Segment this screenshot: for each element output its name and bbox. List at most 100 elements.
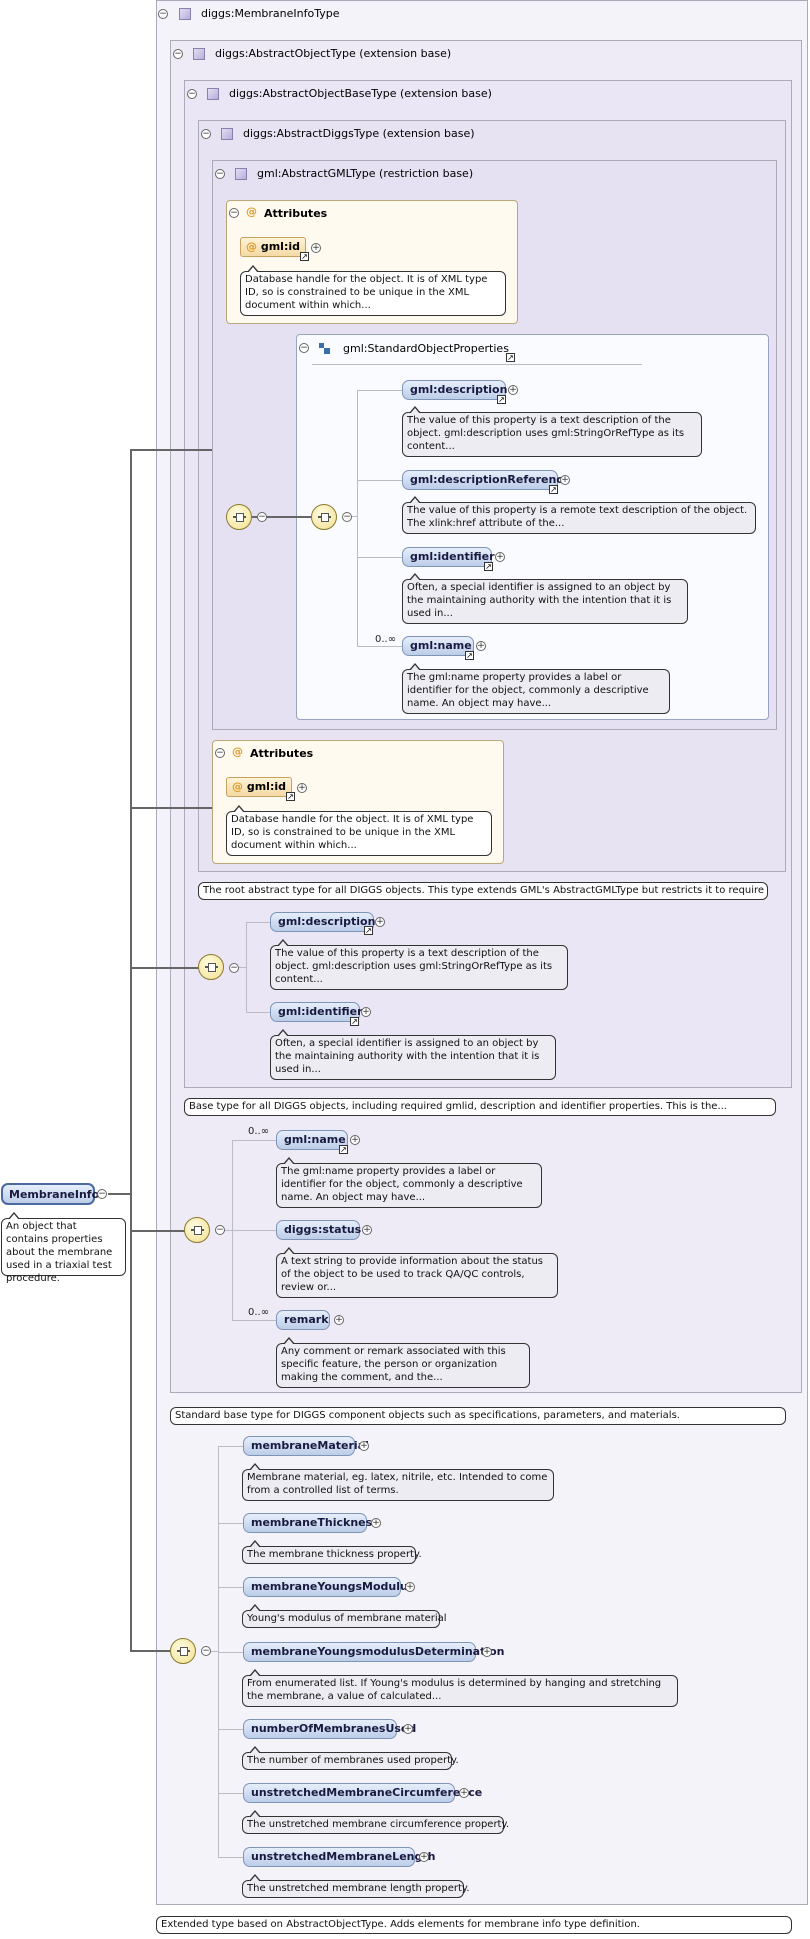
- link-arrow-icon[interactable]: ↗: [300, 252, 309, 261]
- collapse-toggle[interactable]: −: [342, 512, 352, 522]
- gml-id-attribute[interactable]: @ gml:id: [226, 777, 292, 797]
- element-unstretched-membrane-length[interactable]: unstretchedMembraneLength: [243, 1847, 435, 1867]
- identifier-doc: Often, a special identifier is assigned …: [402, 573, 688, 624]
- abstract-object-type-title: diggs:AbstractObjectType (extension base…: [215, 47, 452, 60]
- link-arrow-icon[interactable]: ↗: [286, 792, 295, 801]
- cardinality-label: 0..∞: [375, 634, 397, 645]
- element-number-of-membranes-used[interactable]: numberOfMembranesUsed: [243, 1719, 416, 1739]
- link-arrow-icon[interactable]: ↗: [364, 926, 373, 935]
- element-remark[interactable]: remark: [276, 1310, 330, 1330]
- sequence-compositor-icon: [184, 1217, 210, 1243]
- attribute-at-icon: @: [246, 205, 257, 218]
- link-arrow-icon[interactable]: ↗: [506, 353, 515, 362]
- name-doc: The gml:name property provides a label o…: [276, 1157, 542, 1208]
- element-gml-name[interactable]: gml:name: [276, 1130, 348, 1150]
- expand-toggle[interactable]: +: [350, 1135, 360, 1145]
- link-arrow-icon[interactable]: ↗: [339, 1145, 348, 1154]
- expand-toggle[interactable]: +: [359, 1441, 369, 1451]
- abstract-object-base-type-title: diggs:AbstractObjectBaseType (extension …: [229, 87, 492, 100]
- collapse-toggle[interactable]: −: [173, 49, 183, 59]
- link-arrow-icon[interactable]: ↗: [549, 485, 558, 494]
- expand-toggle[interactable]: +: [361, 1007, 371, 1017]
- membrane-youngs-modulus-doc: Young's modulus of membrane material: [242, 1604, 447, 1628]
- expand-toggle[interactable]: +: [403, 1724, 413, 1734]
- expand-toggle[interactable]: +: [297, 783, 307, 793]
- attribute-at-icon: @: [232, 745, 243, 758]
- expand-toggle[interactable]: +: [459, 1788, 469, 1798]
- element-gml-description[interactable]: gml:description: [402, 380, 507, 400]
- expand-toggle[interactable]: +: [311, 243, 321, 253]
- collapse-toggle[interactable]: −: [201, 129, 211, 139]
- membrane-info-type-title: diggs:MembraneInfoType: [201, 7, 340, 20]
- collapse-toggle[interactable]: −: [97, 1189, 107, 1199]
- expand-toggle[interactable]: +: [405, 1582, 415, 1592]
- sequence-compositor-icon: [198, 954, 224, 980]
- object-type-doc: Standard base type for DIGGS component o…: [170, 1407, 786, 1425]
- element-membrane-material[interactable]: membraneMaterial: [243, 1436, 369, 1456]
- status-doc: A text string to provide information abo…: [276, 1247, 558, 1298]
- link-arrow-icon[interactable]: ↗: [350, 1017, 359, 1026]
- collapse-toggle[interactable]: −: [229, 208, 239, 218]
- membrane-type-doc: Extended type based on AbstractObjectTyp…: [156, 1916, 792, 1934]
- sequence-compositor-icon: [170, 1638, 196, 1664]
- membrane-thickness-doc: The membrane thickness property.: [242, 1540, 422, 1564]
- collapse-toggle[interactable]: −: [215, 169, 225, 179]
- expand-toggle[interactable]: +: [419, 1852, 429, 1862]
- element-membrane-info[interactable]: MembraneInfo: [1, 1183, 99, 1205]
- element-gml-identifier[interactable]: gml:identifier: [270, 1002, 363, 1022]
- expand-toggle[interactable]: +: [495, 552, 505, 562]
- expand-toggle[interactable]: +: [362, 1225, 372, 1235]
- element-membrane-youngs-modulus-determination[interactable]: membraneYoungsmodulusDetermination: [243, 1642, 505, 1662]
- complex-type-icon: [193, 48, 205, 60]
- membrane-info-doc: An object that contains properties about…: [1, 1212, 126, 1284]
- sequence-compositor-icon: [226, 504, 252, 530]
- attribute-at-icon: @: [246, 240, 257, 253]
- element-gml-description[interactable]: gml:description: [270, 912, 375, 932]
- complex-type-icon: [207, 88, 219, 100]
- link-arrow-icon[interactable]: ↗: [484, 562, 493, 571]
- element-membrane-youngs-modulus[interactable]: membraneYoungsModulus: [243, 1577, 414, 1597]
- attributes-label: Attributes: [264, 207, 328, 220]
- collapse-toggle[interactable]: −: [215, 1225, 225, 1235]
- expand-toggle[interactable]: +: [371, 1518, 381, 1528]
- expand-toggle[interactable]: +: [508, 385, 518, 395]
- complex-type-icon: [179, 8, 191, 20]
- gml-id-doc: Database handle for the object. It is of…: [240, 265, 506, 316]
- group-icon: [319, 343, 331, 355]
- collapse-toggle[interactable]: −: [187, 89, 197, 99]
- collapse-toggle[interactable]: −: [201, 1646, 211, 1656]
- identifier-doc: Often, a special identifier is assigned …: [270, 1029, 556, 1080]
- collapse-toggle[interactable]: −: [215, 748, 225, 758]
- expand-toggle[interactable]: +: [560, 475, 570, 485]
- diggs-type-doc: The root abstract type for all DIGGS obj…: [198, 882, 768, 900]
- expand-toggle[interactable]: +: [482, 1647, 492, 1657]
- collapse-toggle[interactable]: −: [158, 9, 168, 19]
- cardinality-label: 0..∞: [248, 1126, 270, 1137]
- abstract-diggs-type-title: diggs:AbstractDiggsType (extension base): [243, 127, 475, 140]
- complex-type-icon: [235, 168, 247, 180]
- unstretched-membrane-circumference-doc: The unstretched membrane circumference p…: [242, 1810, 509, 1834]
- attribute-name: gml:id: [246, 780, 286, 793]
- description-reference-doc: The value of this property is a remote t…: [402, 496, 756, 534]
- attribute-name: gml:id: [260, 240, 300, 253]
- element-membrane-thickness[interactable]: membraneThickness: [243, 1513, 379, 1533]
- element-gml-name[interactable]: gml:name: [402, 636, 474, 656]
- element-unstretched-membrane-circumference[interactable]: unstretchedMembraneCircumference: [243, 1783, 482, 1803]
- link-arrow-icon[interactable]: ↗: [497, 395, 506, 404]
- remark-doc: Any comment or remark associated with th…: [276, 1337, 530, 1388]
- collapse-toggle[interactable]: −: [299, 343, 309, 353]
- collapse-toggle[interactable]: −: [257, 512, 267, 522]
- element-diggs-status[interactable]: diggs:status: [276, 1220, 361, 1240]
- gml-id-doc: Database handle for the object. It is of…: [226, 805, 492, 856]
- link-arrow-icon[interactable]: ↗: [465, 651, 474, 660]
- expand-toggle[interactable]: +: [375, 917, 385, 927]
- abstract-gml-type-title: gml:AbstractGMLType (restriction base): [257, 167, 474, 180]
- expand-toggle[interactable]: +: [334, 1315, 344, 1325]
- number-of-membranes-used-doc: The number of membranes used property.: [242, 1746, 459, 1770]
- element-gml-identifier[interactable]: gml:identifier: [402, 547, 495, 567]
- gml-id-attribute[interactable]: @ gml:id: [240, 237, 306, 257]
- attribute-at-icon: @: [232, 780, 243, 793]
- expand-toggle[interactable]: +: [476, 641, 486, 651]
- element-gml-description-reference[interactable]: gml:descriptionReference: [402, 470, 570, 490]
- collapse-toggle[interactable]: −: [229, 963, 239, 973]
